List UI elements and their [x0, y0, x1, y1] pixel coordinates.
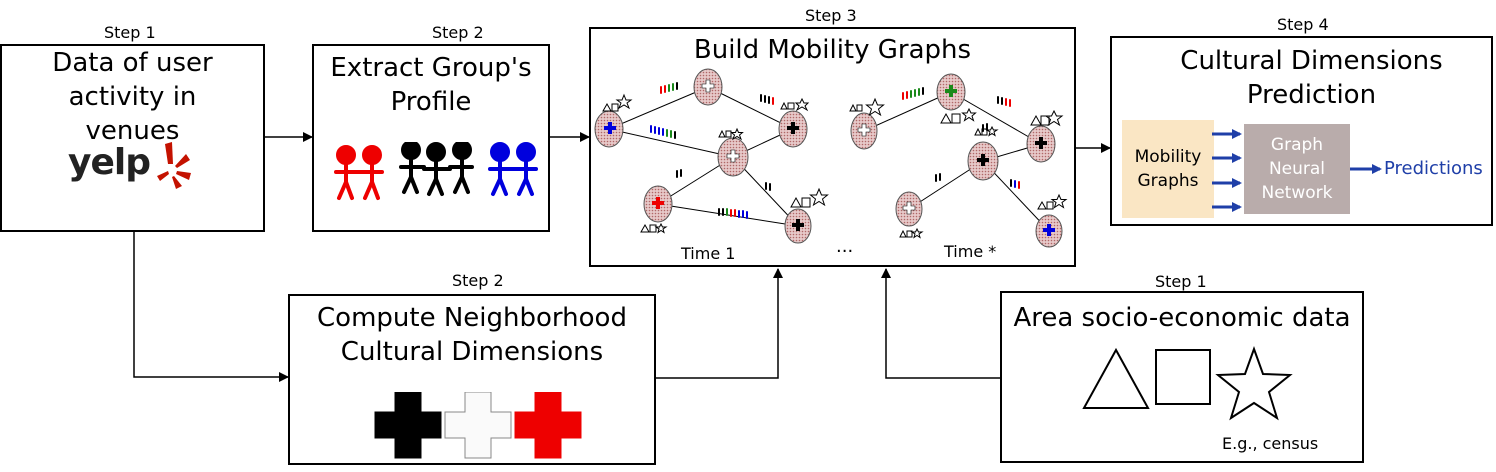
star-icon — [1215, 346, 1293, 421]
prediction-flow-arrows — [1212, 129, 1382, 212]
white-cross-icon — [444, 392, 512, 459]
blue-group-icon — [488, 142, 538, 196]
arrow-socio-to-graphs — [881, 268, 1000, 379]
data-box: Data of user activity in venues yelp — [0, 44, 265, 232]
node-cross-icons — [604, 79, 1055, 236]
red-group-icon — [334, 145, 384, 200]
neighborhood-box: Compute Neighborhood Cultural Dimensions — [288, 294, 656, 465]
square-icon — [1155, 349, 1211, 405]
graph-edges-time-star — [863, 91, 1050, 232]
step-label-socio: Step 1 — [1155, 272, 1207, 291]
time-1-label: Time 1 — [681, 244, 736, 263]
group-people-icons — [334, 142, 538, 200]
socio-box: Area socio-economic data E.g., census — [1000, 291, 1364, 463]
red-cross-icon — [514, 392, 582, 459]
socio-box-title: Area socio-economic data — [1013, 303, 1351, 333]
step-label-data: Step 1 — [104, 23, 156, 42]
mobility-graph-illustration — [594, 68, 1068, 248]
graphs-box-title: Build Mobility Graphs — [693, 35, 972, 65]
arrow-data-to-neighborhood — [133, 232, 289, 382]
graph-nodes — [594, 68, 1063, 248]
data-box-title: Data of user activity in venues — [52, 48, 213, 146]
profile-box-title: Extract Group's Profile — [330, 53, 532, 117]
predictions-label: Predictions — [1384, 158, 1483, 179]
time-star-label: Time * — [944, 242, 997, 261]
cultural-cross-icons — [374, 392, 582, 459]
yelp-wordmark: yelp — [68, 142, 151, 183]
triangle-icon — [1082, 347, 1150, 409]
mobility-graphs-block: Mobility Graphs — [1122, 120, 1214, 218]
prediction-box: Cultural Dimensions Prediction Mobility … — [1110, 36, 1493, 226]
socio-shape-icons — [1082, 346, 1293, 421]
graph-edges-time1 — [608, 86, 799, 227]
prediction-box-title: Cultural Dimensions Prediction — [1180, 46, 1443, 110]
yelp-burst-icon — [157, 142, 191, 189]
time-ellipsis-label: ... — [836, 236, 854, 257]
step-label-prediction: Step 4 — [1277, 15, 1329, 34]
graphs-box: Build Mobility Graphs — [589, 27, 1076, 267]
census-note: E.g., census — [1222, 434, 1319, 453]
step-label-graphs: Step 3 — [805, 6, 857, 25]
gnn-block: Graph Neural Network — [1244, 124, 1350, 214]
step-label-profile: Step 2 — [432, 23, 484, 42]
step-label-neighborhood: Step 2 — [452, 271, 504, 290]
black-cross-icon — [374, 392, 442, 459]
neighborhood-box-title: Compute Neighborhood Cultural Dimensions — [317, 303, 627, 367]
node-shape-markers — [602, 93, 1068, 239]
arrow-neighborhood-to-graphs — [656, 268, 783, 379]
edge-people-marks — [650, 82, 1020, 219]
profile-box: Extract Group's Profile — [312, 44, 550, 232]
black-group-icon — [399, 142, 474, 196]
